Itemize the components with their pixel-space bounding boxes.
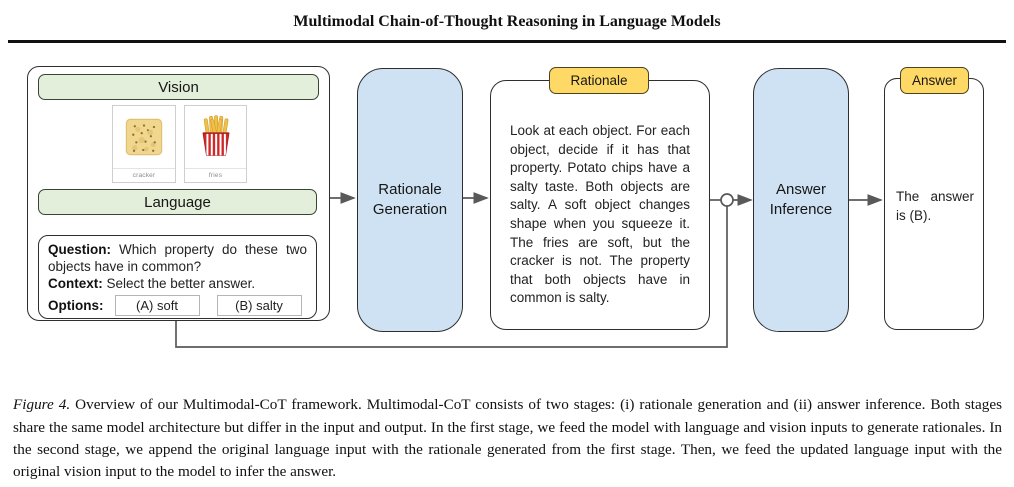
stage-answer-inference: Answer Inference bbox=[753, 68, 849, 332]
answer-text: The answer is (B). bbox=[896, 189, 974, 223]
option-a: (A) soft bbox=[114, 295, 200, 316]
answer-box bbox=[884, 78, 984, 330]
input-panel: Vision bbox=[27, 66, 330, 321]
paper-title: Multimodal Chain-of-Thought Reasoning in… bbox=[293, 13, 721, 30]
options-label: Options: bbox=[48, 298, 104, 313]
caption-text: Overview of our Multimodal-CoT framework… bbox=[13, 396, 1002, 481]
option-b: (B) salty bbox=[216, 295, 302, 316]
cracker-card: cracker bbox=[112, 105, 176, 183]
rationale-tag: Rationale bbox=[549, 67, 649, 94]
answer-tag-label: Answer bbox=[911, 73, 957, 88]
cracker-label: cracker bbox=[113, 168, 175, 182]
vision-header: Vision bbox=[38, 74, 319, 100]
fries-label: fries bbox=[185, 168, 246, 182]
title-divider bbox=[8, 40, 1006, 43]
context-label: Context: bbox=[48, 276, 103, 291]
cracker-image bbox=[113, 106, 175, 168]
figure-number: Figure 4. bbox=[13, 396, 71, 414]
question-box: Question: Which property do these two ob… bbox=[38, 235, 317, 319]
stage1-label: Rationale Generation bbox=[372, 181, 448, 218]
language-label: Language bbox=[144, 193, 211, 211]
figure-caption: Figure 4.Overview of our Multimodal-CoT … bbox=[13, 394, 1002, 484]
junction-node bbox=[720, 193, 734, 207]
rationale-text: Look at each object. For each object, de… bbox=[510, 123, 690, 306]
rationale-tag-label: Rationale bbox=[570, 73, 628, 88]
fries-image bbox=[185, 106, 246, 168]
context-text: Select the better answer. bbox=[102, 276, 256, 291]
answer-tag: Answer bbox=[900, 67, 969, 94]
language-header: Language bbox=[38, 189, 317, 215]
options-row: Options: (A) soft (B) salty bbox=[48, 295, 307, 316]
question-label: Question: bbox=[48, 242, 111, 257]
vision-label: Vision bbox=[158, 78, 199, 96]
stage2-label: Answer Inference bbox=[769, 181, 833, 218]
fries-card: fries bbox=[184, 105, 247, 183]
stage-rationale-generation: Rationale Generation bbox=[357, 68, 463, 332]
